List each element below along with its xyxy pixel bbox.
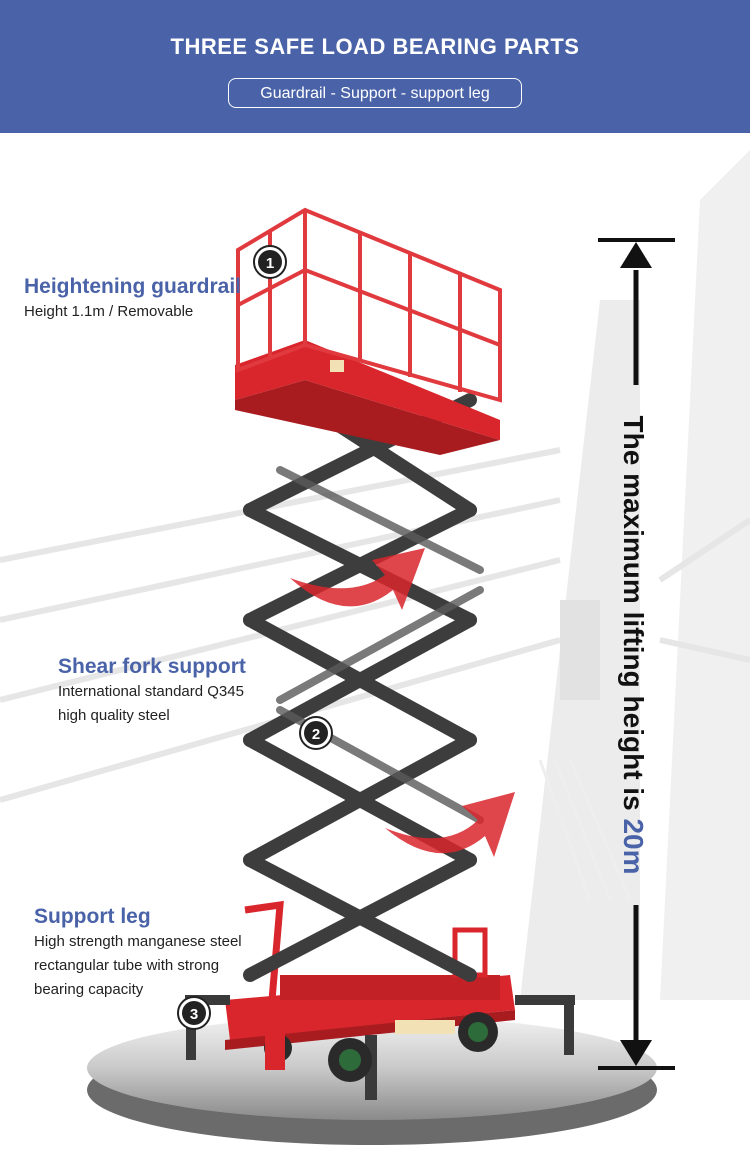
svg-text:1: 1 (266, 255, 274, 272)
height-dimension (598, 238, 675, 1070)
bridge-background (0, 150, 750, 1000)
svg-text:3: 3 (190, 1006, 198, 1023)
up-arrow-icon (620, 242, 652, 268)
curved-arrow-icon (290, 548, 515, 857)
support-leg-desc-line-2: rectangular tube with strong (34, 957, 220, 974)
shear-fork-desc-line-1: International standard Q345 (58, 683, 244, 700)
guardrail-desc: Height 1.1m / Removable (24, 303, 194, 320)
support-leg-desc-line-3: bearing capacity (34, 981, 144, 998)
page-title: THREE SAFE LOAD BEARING PARTS (170, 34, 580, 59)
svg-text:2: 2 (312, 726, 320, 743)
marker-1: 1 (253, 245, 287, 279)
shear-fork-desc-line-2: high quality steel (58, 707, 170, 724)
marker-3: 3 (177, 996, 211, 1030)
max-height-label: The maximum lifting height is 20m (578, 400, 688, 890)
support-leg-desc-line-1: High strength manganese steel (34, 933, 242, 950)
max-height-prefix: The maximum lifting height is (618, 415, 649, 819)
max-height-value: 20m (618, 818, 649, 875)
scene-illustration: 1 2 3 (0, 150, 750, 1145)
marker-2: 2 (299, 716, 333, 750)
support-leg-title: Support leg (34, 905, 151, 928)
down-arrow-icon (620, 1040, 652, 1066)
product-scene: 1 2 3 Heightening guardrail Height 1.1m … (0, 133, 750, 1170)
guardrail-title: Heightening guardrail (24, 275, 242, 298)
shear-fork-title: Shear fork support (58, 655, 246, 678)
header-banner: THREE SAFE LOAD BEARING PARTS Guardrail … (0, 0, 750, 133)
work-platform (235, 207, 502, 455)
subtitle-pill: Guardrail - Support - support leg (228, 78, 522, 108)
